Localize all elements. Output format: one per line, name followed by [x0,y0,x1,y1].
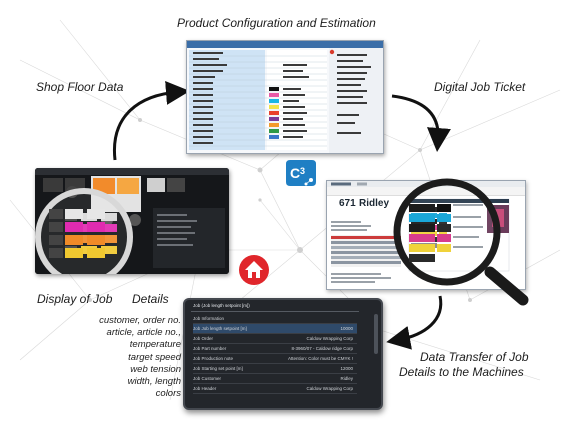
ticket-name: Ridley [359,198,390,209]
svg-text:3: 3 [300,166,305,176]
arrow-ticket-to-machine [386,295,443,350]
table-row[interactable]: Job Information [193,314,357,324]
label-product-configuration: Product Configuration and Estimation [177,16,376,30]
label-display-of-job: Display of Job [37,292,113,306]
window-titlebar [187,41,383,48]
table-row[interactable]: Job Job length setpoint [m]10000 [193,324,357,334]
magnifying-glass-icon [393,178,529,306]
label-details: Details [132,292,169,306]
label-transfer-2: Details to the Machines [399,365,524,379]
svg-text:C: C [290,165,300,181]
label-shop-floor-data: Shop Floor Data [36,80,124,94]
detail-item: temperature [129,339,181,351]
detail-item: article, article no., [106,327,181,339]
detail-item: web tension [130,363,181,375]
magnifying-glass-icon [35,188,133,274]
label-transfer-1: Data Transfer of Job [420,350,529,364]
label-digital-job-ticket: Digital Job Ticket [434,80,526,94]
c3-logo-icon: C 3 [286,160,316,186]
detail-item: width, length [127,376,181,388]
ticket-number: 671 [339,198,356,209]
home-icon [239,255,269,285]
arrow-config-to-ticket [391,94,451,152]
scrollbar[interactable] [374,314,378,354]
product-configuration-window [186,40,384,154]
job-details-list: customer, order no. article, article no.… [51,315,181,400]
title-divider [191,311,359,312]
machine-job-details-window: Job (Job length setpoint [m]) Job Inform… [183,298,383,410]
config-table [187,48,383,153]
shop-floor-window [35,168,229,274]
arrow-shopfloor-to-config [112,80,190,161]
detail-item: target speed [128,351,181,363]
detail-item: customer, order no. [99,315,181,326]
window-title: Job (Job length setpoint [m]) [193,303,250,308]
table-row[interactable]: Job Starting set point [m]12000 [193,364,357,374]
detail-item: colors [155,388,181,400]
